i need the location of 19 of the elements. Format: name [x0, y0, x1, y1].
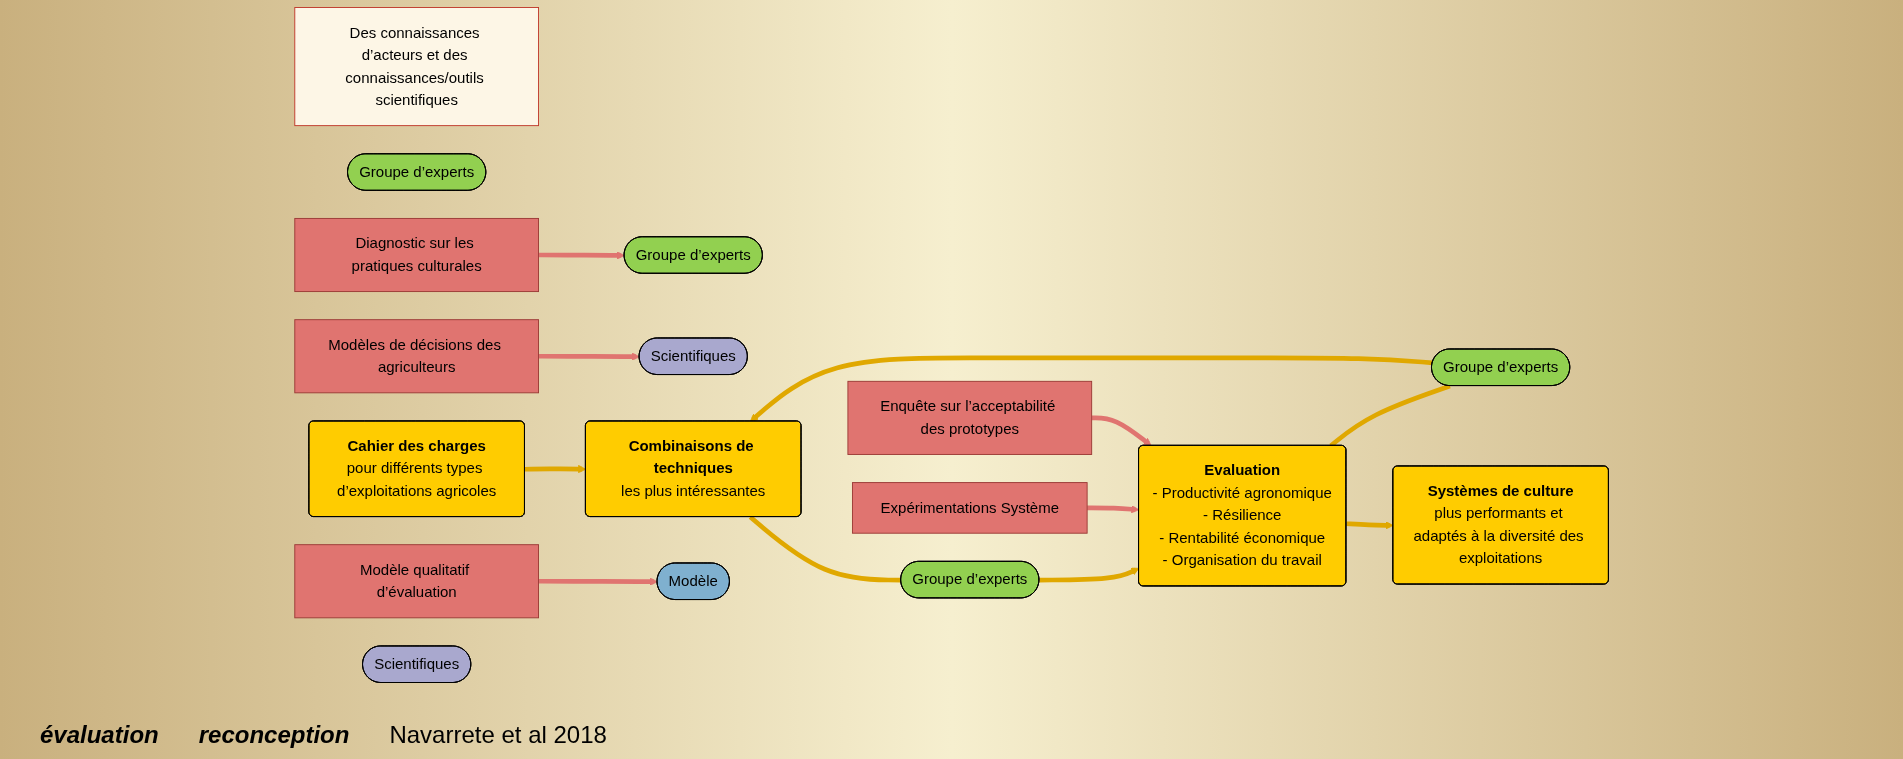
note-text: évaluation: [40, 721, 159, 749]
node-box: Modèle qualitatif d’évaluation: [294, 544, 539, 619]
arrow: [1087, 505, 1140, 514]
node-box: Diagnostic sur les pratiques culturales: [294, 217, 539, 293]
arrow: [749, 355, 1433, 422]
note-text: reconception: [198, 721, 350, 749]
arrow: [1091, 415, 1152, 447]
arrow: [1346, 521, 1394, 530]
note-text: Navarrete et al 2018: [389, 721, 607, 749]
arrow: [1039, 567, 1140, 583]
node-box: Modèles de décisions des agriculteurs: [294, 319, 539, 394]
connector: [748, 515, 902, 583]
node-box: Enquête sur l’acceptabilité des prototypes: [847, 380, 1092, 455]
arrow: [524, 464, 587, 474]
arrow: [538, 352, 640, 361]
arrow: [538, 251, 625, 260]
node-box: Expérimentations Système: [851, 482, 1088, 534]
arrow: [538, 577, 658, 586]
node-box: Des connaissances d’acteurs et des connaissances/outils scientifiques: [294, 7, 539, 127]
